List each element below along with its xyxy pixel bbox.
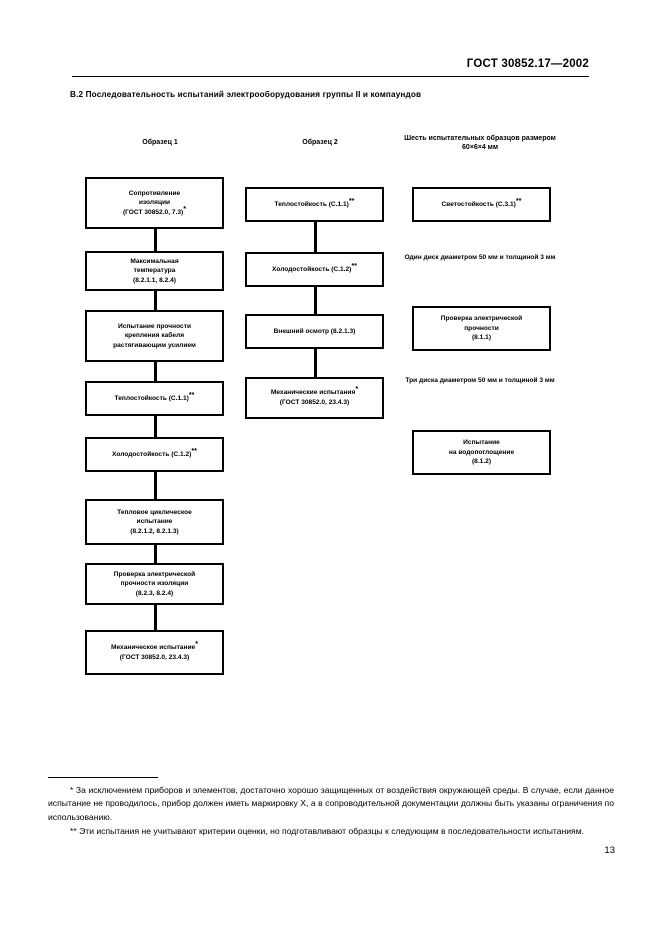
flow-box-line: (8.1.1) <box>471 334 492 342</box>
flow-box: Теплостойкость (С.1.1)** <box>85 381 224 416</box>
footnote-single-asterisk: * За исключением приборов и элементов, д… <box>48 784 614 824</box>
footnote-divider <box>48 777 158 778</box>
flow-box-line: на водопоглощение <box>448 448 515 456</box>
flow-box-line: (8.2.1.2, 8.2.1.3) <box>130 527 179 535</box>
footnotes-block: * За исключением приборов и элементов, д… <box>48 784 614 838</box>
flow-box-line: Проверка электрической <box>440 315 523 323</box>
column-heading-line: 60×6×4 мм <box>461 144 499 152</box>
flow-box-line: (ГОСТ 30852.0, 7.3)* <box>122 204 186 218</box>
flow-box-line: Холодостойкость (С.1.2)** <box>112 446 197 460</box>
flow-connector <box>313 287 317 314</box>
column-heading-sample-2: Образец 2 <box>302 139 338 146</box>
flow-box-line: растягивающим усилием <box>113 341 196 349</box>
flow-box-line: (8.2.1.1, 8.2.4) <box>133 276 176 284</box>
page-number: 13 <box>604 845 615 856</box>
flow-box-text: (ГОСТ 30852.0, 7.3) <box>122 208 184 216</box>
specimen-note-line: и толщиной 3 мм <box>499 254 556 261</box>
footnote-marker: ** <box>188 389 195 399</box>
flow-box-text: Теплостойкость (С.1.1) <box>274 200 349 208</box>
flow-box-text: Механическое испытание <box>110 643 196 651</box>
flow-box-line: крепления кабеля <box>124 332 185 340</box>
flow-box-text: Теплостойкость (С.1.1) <box>114 394 189 402</box>
footnote-marker: * <box>183 203 187 213</box>
flow-box-line: испытание <box>136 518 173 526</box>
flow-box: Проверка электрической прочности (8.1.1) <box>412 306 551 351</box>
flow-connector <box>153 362 157 381</box>
specimen-note-line: диаметром 50 мм <box>440 254 498 261</box>
header-divider <box>72 76 589 77</box>
flow-connector <box>153 545 157 563</box>
flow-connector <box>153 416 157 437</box>
flow-box-line: Тепловое циклическое <box>117 508 192 516</box>
flow-box: Механические испытания* (ГОСТ 30852.0, 2… <box>245 377 384 419</box>
specimen-note-line: диаметром 50 мм <box>439 377 497 384</box>
section-heading: В.2 Последовательность испытаний электро… <box>70 90 422 99</box>
flow-box-text: Светостойкость (С.3.1) <box>441 200 516 208</box>
flow-box-line: прочности <box>464 324 499 332</box>
flow-box-line: изоляции <box>138 199 171 207</box>
flow-connector <box>153 605 157 630</box>
flow-connector <box>313 222 317 252</box>
flow-box-line: Светостойкость (С.3.1)** <box>441 196 522 210</box>
flow-box: Тепловое циклическое испытание (8.2.1.2,… <box>85 499 224 545</box>
flow-box: Механическое испытание* (ГОСТ 30852.0, 2… <box>85 630 224 675</box>
flow-box-line: Теплостойкость (С.1.1)** <box>274 196 355 210</box>
flow-box: Максимальная температура (8.2.1.1, 8.2.4… <box>85 251 224 291</box>
flow-box: Сопротивление изоляции (ГОСТ 30852.0, 7.… <box>85 177 224 229</box>
flow-box-text: Холодостойкость (С.1.2) <box>112 450 192 458</box>
footnote-marker: ** <box>515 195 522 205</box>
specimen-note-one-disc: Один диск диаметром 50 мм и толщиной 3 м… <box>395 253 565 263</box>
specimen-note-line: Три диска <box>405 377 438 384</box>
flow-box-line: прочности изоляции <box>120 580 189 588</box>
flow-box: Испытание на водопоглощение (8.1.2) <box>412 430 551 475</box>
flow-box-line: Проверка электрической <box>113 570 196 578</box>
flow-box-line: Холодостойкость (С.1.2)** <box>272 261 357 275</box>
column-heading-line: образцов размером <box>486 135 556 142</box>
flow-box-line: Внешний осмотр (8.2.1.3) <box>273 327 356 335</box>
flow-box-line: Испытание прочности <box>117 322 191 330</box>
flow-box: Холодостойкость (С.1.2)** <box>245 252 384 287</box>
footnote-marker: ** <box>351 260 357 270</box>
flow-box-line: температура <box>133 267 176 275</box>
flow-box: Испытание прочности крепления кабеля рас… <box>85 310 224 362</box>
footnote-double-asterisk: ** Эти испытания не учитывают критерии о… <box>48 825 614 838</box>
footnote-marker: * <box>195 638 198 648</box>
flow-box-text: Механические испытания <box>270 389 356 397</box>
specimen-note-line: и толщиной 3 мм <box>498 377 555 384</box>
flow-connector <box>153 472 157 499</box>
document-standard-number: ГОСТ 30852.17—2002 <box>466 58 589 70</box>
flow-box-line: Теплостойкость (С.1.1)** <box>114 390 195 404</box>
flow-box-line: Испытание <box>463 439 500 447</box>
specimen-note-line: Один диск <box>404 254 439 261</box>
flow-box: Светостойкость (С.3.1)** <box>412 187 551 222</box>
flow-box-line: (8.2.3, 8.2.4) <box>135 589 174 597</box>
flow-box: Проверка электрической прочности изоляци… <box>85 563 224 605</box>
footnote-text: ** Эти испытания не учитывают критерии о… <box>70 825 584 836</box>
flow-connector <box>313 349 317 377</box>
footnote-marker: * <box>355 384 359 394</box>
column-heading-line: Шесть испытательных <box>404 135 485 142</box>
column-heading-sample-1: Образец 1 <box>142 139 178 146</box>
flow-box: Теплостойкость (С.1.1)** <box>245 187 384 222</box>
flow-box-line: Механическое испытание* <box>110 640 198 653</box>
footnote-marker: ** <box>191 445 197 455</box>
specimen-note-three-discs: Три диска диаметром 50 мм и толщиной 3 м… <box>395 376 565 386</box>
flow-box-line: Максимальная <box>130 257 179 265</box>
column-heading-test-specimens: Шесть испытательных образцов размером 60… <box>395 134 565 153</box>
flow-box-line: Сопротивление <box>128 189 181 197</box>
flow-box-line: (8.1.2) <box>471 458 492 466</box>
flow-box: Холодостойкость (С.1.2)** <box>85 437 224 472</box>
footnote-text: * За исключением приборов и элементов, д… <box>48 785 614 822</box>
flow-connector <box>153 229 157 251</box>
flow-box-line: (ГОСТ 30852.0, 23.4.3) <box>119 653 190 661</box>
flow-connector <box>153 291 157 310</box>
flow-box: Внешний осмотр (8.2.1.3) <box>245 314 384 349</box>
flow-box-text: Холодостойкость (С.1.2) <box>272 265 352 273</box>
flow-box-line: (ГОСТ 30852.0, 23.4.3) <box>279 399 350 406</box>
flow-box-line: Механические испытания* <box>270 385 358 398</box>
footnote-marker: ** <box>348 195 355 205</box>
